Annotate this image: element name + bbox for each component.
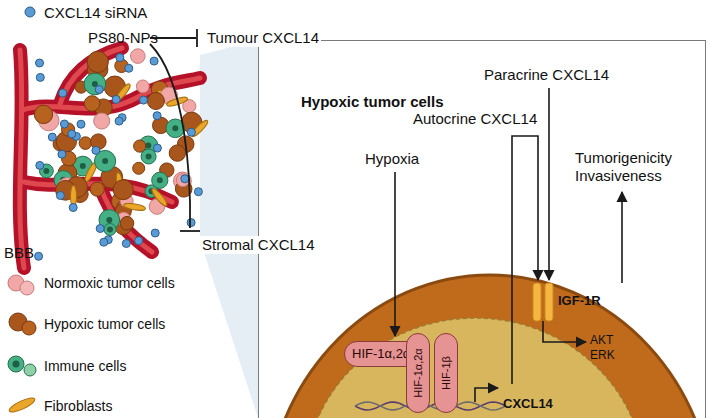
nanoparticle-dot bbox=[25, 7, 35, 17]
nanoparticle-dot bbox=[181, 175, 189, 183]
nanoparticle-dot bbox=[125, 64, 133, 72]
nanoparticle-dot bbox=[69, 204, 77, 212]
protein-pill: HIF-1β bbox=[434, 333, 458, 413]
hypoxic-cell bbox=[113, 180, 133, 200]
hypoxic-cell bbox=[120, 216, 134, 230]
signal-label: Autocrine CXCL14 bbox=[413, 110, 537, 128]
nanoparticle-dot bbox=[59, 89, 67, 97]
nanoparticles bbox=[35, 54, 203, 261]
nanoparticle-dot bbox=[151, 229, 159, 237]
nanoparticle-dot bbox=[115, 117, 123, 125]
dna-strand bbox=[355, 402, 505, 410]
nanoparticle-dot bbox=[95, 86, 103, 94]
legend-text: Hypoxic tumor cells bbox=[44, 315, 165, 333]
nanoparticle-dot bbox=[36, 161, 44, 169]
nanoparticle-dot bbox=[112, 95, 120, 103]
agent-label: PS80-NPs bbox=[88, 29, 158, 47]
protein-label: HIF-1α,2α bbox=[412, 348, 425, 397]
nanoparticle-dot bbox=[77, 120, 85, 128]
tumour-cells bbox=[34, 49, 209, 236]
nanoparticle-dot bbox=[68, 130, 76, 138]
stimulus-label: Hypoxia bbox=[365, 150, 419, 168]
nanoparticle-dot bbox=[116, 54, 124, 62]
hypoxic-cell bbox=[87, 51, 108, 72]
hypoxic-cell bbox=[34, 105, 52, 123]
nanoparticle-dot bbox=[96, 225, 104, 233]
fibroblast bbox=[123, 202, 146, 211]
nanoparticle-dot bbox=[153, 144, 161, 152]
hypoxic-cell bbox=[147, 93, 164, 110]
immune-nucleus bbox=[102, 158, 108, 164]
nanoparticle-dot bbox=[150, 57, 158, 65]
immune-cell bbox=[104, 224, 116, 236]
legend-text: Normoxic tumor cells bbox=[44, 274, 175, 292]
nanoparticle-dot bbox=[135, 237, 143, 245]
hypoxic-cell bbox=[84, 96, 100, 112]
normoxic-cell bbox=[176, 174, 189, 187]
immune-cell bbox=[141, 149, 156, 164]
outcome-label: Tumorigenicity Invasiveness bbox=[575, 149, 687, 185]
immune-nucleus bbox=[146, 154, 152, 160]
nanoparticle-dot bbox=[187, 219, 195, 227]
hypoxic-cell bbox=[90, 182, 104, 196]
hypoxic-cell bbox=[133, 162, 145, 174]
immune-nucleus bbox=[106, 217, 112, 223]
gene-label: CXCL14 bbox=[503, 396, 553, 412]
structure-label: BBB bbox=[4, 244, 34, 262]
hypoxic-cell bbox=[265, 275, 705, 418]
receptor-label: IGF-1R bbox=[558, 293, 601, 309]
nanoparticle-dot bbox=[56, 192, 64, 200]
nanoparticle-dot bbox=[153, 112, 161, 120]
inhibition-lines bbox=[150, 29, 200, 231]
normoxic-cell bbox=[94, 113, 110, 129]
dna-strand bbox=[355, 402, 505, 410]
protein-label: HIF-1α,2α bbox=[352, 346, 410, 362]
legend-text: Immune cells bbox=[44, 357, 126, 375]
agent-label: CXCL14 siRNA bbox=[44, 4, 147, 22]
nanoparticle-dot bbox=[58, 150, 66, 158]
igf1r-receptor bbox=[533, 283, 553, 321]
zoom-wedge bbox=[200, 40, 258, 418]
blood-vessels bbox=[20, 48, 200, 268]
immune-nucleus bbox=[157, 177, 163, 183]
target-label: Tumour CXCL14 bbox=[205, 29, 321, 47]
nanoparticle-dot bbox=[194, 188, 202, 196]
panel-box: Hypoxic tumor cellsHIF-1α,2αHIF-1α,2αHIF… bbox=[258, 40, 706, 418]
nanoparticle-dot bbox=[60, 120, 68, 128]
legend-text: Fibroblasts bbox=[44, 397, 112, 415]
pathway-label: AKT ERK bbox=[590, 333, 630, 363]
immune-nucleus bbox=[43, 168, 49, 174]
nanoparticle-dot bbox=[92, 146, 100, 154]
protein-pill: HIF-1α,2α bbox=[406, 333, 430, 413]
nanoparticle-dot bbox=[122, 240, 130, 248]
signal-label: Paracrine CXCL14 bbox=[484, 66, 609, 84]
protein-label: HIF-1β bbox=[440, 356, 453, 390]
immune-nucleus bbox=[107, 227, 113, 233]
nanoparticle-dot bbox=[140, 96, 148, 104]
nanoparticle-dot bbox=[35, 252, 43, 260]
nanoparticle-dot bbox=[48, 133, 56, 141]
nanoparticle-dot bbox=[36, 73, 44, 81]
immune-nucleus bbox=[172, 125, 178, 131]
immune-cell bbox=[152, 172, 168, 188]
fibroblast bbox=[150, 187, 169, 208]
immune-cell bbox=[84, 73, 106, 95]
normoxic-cell bbox=[136, 80, 149, 93]
panel-title: Hypoxic tumor cells bbox=[301, 93, 444, 111]
legend-icons bbox=[8, 275, 37, 415]
nanoparticle-dot bbox=[36, 59, 44, 67]
immune-nucleus bbox=[80, 163, 86, 169]
normoxic-cell bbox=[131, 49, 146, 64]
nanoparticle-dot bbox=[100, 238, 108, 246]
nanoparticle-dot bbox=[187, 128, 195, 136]
dna-strand bbox=[355, 402, 505, 410]
hypoxic-cell bbox=[169, 145, 185, 161]
target-label: Stromal CXCL14 bbox=[200, 236, 317, 254]
hypoxic-cell bbox=[79, 137, 92, 150]
